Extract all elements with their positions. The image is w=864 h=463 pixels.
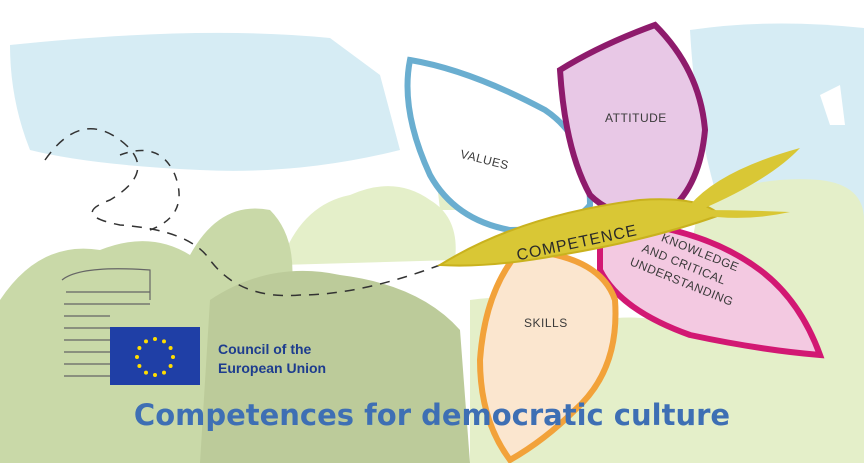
sky-background xyxy=(10,23,864,230)
antenna-leaf-small xyxy=(700,210,790,218)
skills-label: SKILLS xyxy=(524,316,568,330)
organization-name-line2: European Union xyxy=(218,360,327,376)
eu-building-logo xyxy=(61,268,151,377)
attitude-petal xyxy=(556,21,709,218)
eu-flag-icon xyxy=(110,327,200,385)
page-title: Competences for democratic culture xyxy=(133,398,731,432)
flight-path-loop xyxy=(119,149,180,231)
organization-name-line1: Council of the xyxy=(218,341,312,357)
skills-petal xyxy=(476,246,619,463)
organization-name: Council of the European Union xyxy=(218,340,398,378)
attitude-label: ATTITUDE xyxy=(605,111,667,125)
knowledge-petal xyxy=(597,216,825,359)
flight-path-line xyxy=(44,128,441,297)
antenna-leaf xyxy=(690,148,800,210)
